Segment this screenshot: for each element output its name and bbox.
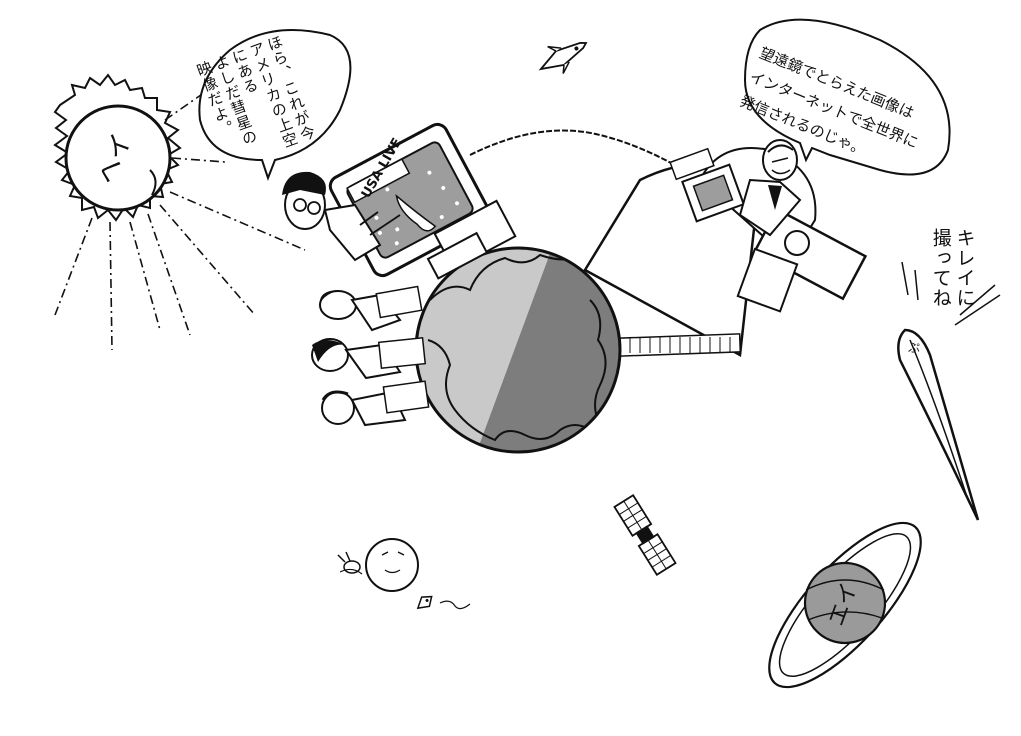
sun: ヘイ	[53, 73, 306, 351]
children	[311, 285, 430, 427]
presenter	[282, 171, 401, 262]
motion-lines	[901, 261, 1001, 326]
sun-cheek	[149, 169, 157, 196]
earth	[414, 246, 622, 454]
saturn: エイ	[768, 521, 922, 689]
comet-caption-line-2: 撮ってね	[929, 228, 952, 308]
satellite	[613, 494, 677, 576]
signal-trail	[469, 129, 681, 169]
comet-caption: キレイに 撮ってね	[928, 228, 976, 318]
comet-face: ぷ	[908, 341, 920, 355]
observatory-cone	[583, 139, 868, 357]
child-1	[318, 285, 423, 332]
comet-caption-line-1: キレイに	[953, 228, 976, 308]
moon	[337, 538, 419, 592]
child-2	[311, 336, 427, 380]
speech-bubble-right	[743, 18, 951, 176]
sun-light-beams	[54, 89, 306, 351]
professor	[738, 139, 802, 237]
bunny-icon	[337, 551, 363, 575]
speech-bubble-left	[198, 29, 352, 181]
comet: ぷ	[897, 328, 980, 521]
sun-disc	[64, 104, 172, 212]
observatory-computer	[669, 147, 745, 223]
mini-shuttle-trail	[439, 600, 471, 610]
mini-shuttle	[416, 595, 433, 610]
space-shuttle	[538, 41, 588, 74]
child-3	[321, 380, 430, 427]
